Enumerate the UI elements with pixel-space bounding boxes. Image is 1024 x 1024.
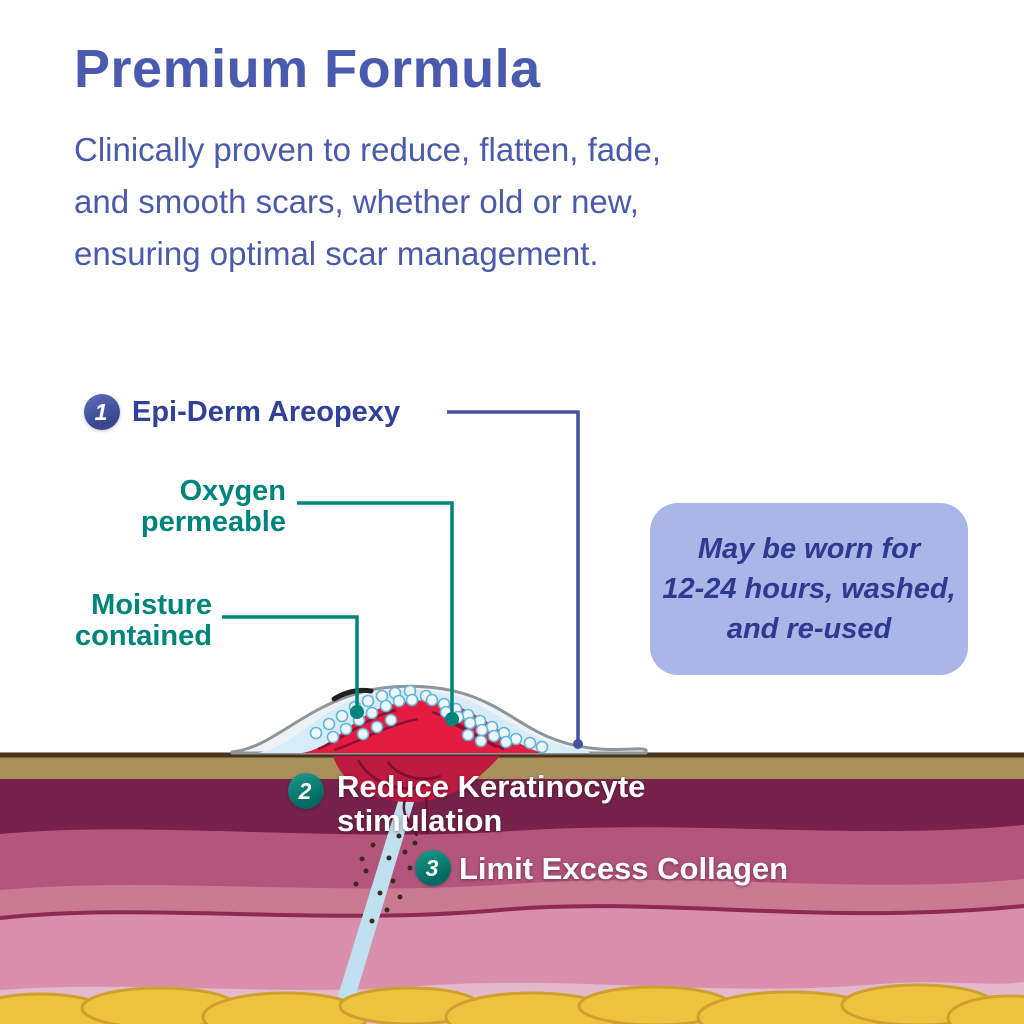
- follicle-specks: [353, 833, 418, 924]
- step-1-number: 1: [94, 398, 108, 425]
- step-3-label: Limit Excess Collagen: [459, 851, 789, 886]
- leader-line-moisture: [222, 615, 359, 706]
- note-line-3: and re-used: [726, 613, 892, 645]
- step-2-badge: 2: [288, 773, 324, 809]
- silicone-bubbles: [309, 684, 549, 754]
- step-2-label-line-2: stimulation: [337, 803, 503, 838]
- step-3-number: 3: [425, 854, 439, 881]
- scar-tissue-subsurface: [333, 756, 500, 837]
- fat-cells: [0, 983, 1024, 1024]
- step-2-number: 2: [298, 777, 312, 804]
- hair-follicle: [336, 782, 420, 1008]
- note-line-1: May be worn for: [697, 533, 921, 565]
- skin-layers: [0, 752, 1024, 1024]
- leader-line-step1: [447, 410, 583, 749]
- subtitle-line-2: and smooth scars, whether old or new,: [74, 183, 639, 220]
- step-2-label: Reduce Keratinocyte stimulation: [337, 770, 645, 838]
- step-2-label-line-1: Reduce Keratinocyte: [337, 769, 646, 804]
- anchor-dots: [350, 705, 459, 726]
- moisture-contained-label: Moisture contained: [58, 590, 212, 652]
- moisture-label-line-2: contained: [75, 620, 212, 652]
- page-subtitle: Clinically proven to reduce, flatten, fa…: [74, 124, 661, 280]
- oxygen-label-line-2: permeable: [140, 506, 286, 538]
- oxygen-label-line-1: Oxygen: [179, 475, 286, 507]
- subtitle-line-1: Clinically proven to reduce, flatten, fa…: [74, 131, 661, 168]
- subtitle-line-3: ensuring optimal scar management.: [74, 235, 599, 272]
- sheet-crease-mark: [331, 687, 374, 702]
- wear-duration-note: May be worn for 12-24 hours, washed, and…: [650, 503, 968, 675]
- oxygen-permeable-label: Oxygen permeable: [120, 476, 286, 538]
- step-3-badge: 3: [415, 850, 451, 886]
- moisture-label-line-1: Moisture: [91, 589, 212, 621]
- page-title: Premium Formula: [74, 39, 541, 99]
- note-line-2: 12-24 hours, washed,: [662, 573, 956, 605]
- step-1-badge: 1: [84, 394, 120, 430]
- leader-line-oxygen: [297, 501, 454, 712]
- step-1-label: Epi-Derm Areopexy: [132, 396, 401, 428]
